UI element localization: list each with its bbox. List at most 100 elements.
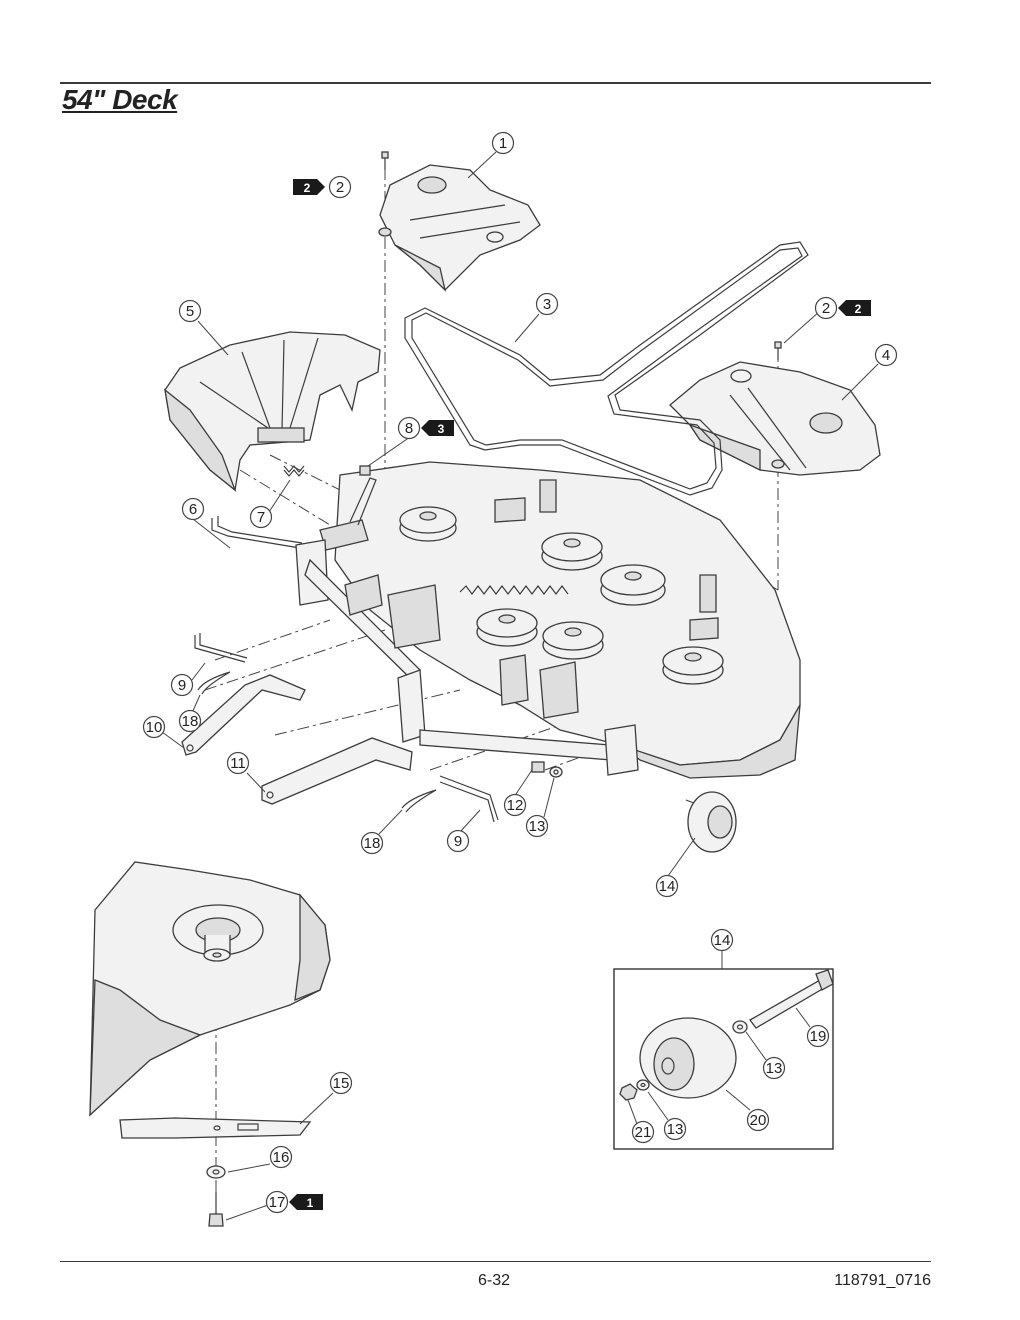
callout-19: 19 <box>806 1024 830 1048</box>
callout-2-left: 2 <box>328 175 352 199</box>
chute-spring <box>283 465 305 477</box>
washer-13-detail-right <box>732 1020 748 1034</box>
pulley-spindle-center <box>542 621 604 660</box>
belt-cover-left <box>378 164 541 293</box>
spindle-housing-detail <box>89 861 331 1117</box>
callout-3: 3 <box>535 292 559 316</box>
callout-21: 21 <box>631 1120 655 1144</box>
svg-text:5: 5 <box>186 303 194 320</box>
svg-text:13: 13 <box>529 818 546 835</box>
callout-18-upper: 18 <box>178 709 202 733</box>
callout-11: 11 <box>226 751 250 775</box>
hairpin-18-lower <box>401 789 437 813</box>
document-number: 118791_0716 <box>834 1272 931 1289</box>
hitch-frame <box>295 539 639 776</box>
svg-text:15: 15 <box>333 1075 350 1092</box>
svg-text:13: 13 <box>766 1060 783 1077</box>
svg-text:10: 10 <box>146 719 163 736</box>
svg-text:1: 1 <box>307 1196 314 1210</box>
callout-6: 6 <box>181 497 205 521</box>
pulleys <box>399 506 724 685</box>
page-number: 6-32 <box>478 1272 511 1289</box>
ref-flag-2-right: 2 <box>838 300 871 316</box>
callout-5: 5 <box>178 299 202 323</box>
bottom-rule <box>60 1261 931 1262</box>
washer-13-detail-left <box>636 1079 650 1091</box>
svg-text:7: 7 <box>257 509 265 526</box>
svg-text:4: 4 <box>882 347 890 364</box>
callout-13-detail-upper: 13 <box>762 1056 786 1080</box>
hinge-rod <box>211 516 303 549</box>
pulley-idler-3 <box>600 564 666 606</box>
callout-4: 4 <box>874 343 898 367</box>
callout-18-lower: 18 <box>360 831 384 855</box>
callout-12: 12 <box>503 793 527 817</box>
ref-flag-2-left: 2 <box>293 179 325 195</box>
gauge-wheel <box>685 791 737 853</box>
washer-13 <box>549 766 563 778</box>
callout-9-lower: 9 <box>446 829 470 853</box>
callout-20: 20 <box>746 1108 770 1132</box>
pulley-idler-2 <box>541 532 603 571</box>
blade-bolt <box>208 1192 224 1227</box>
svg-text:8: 8 <box>405 420 413 437</box>
svg-text:3: 3 <box>438 422 445 436</box>
axle-bolt-19 <box>749 969 834 1029</box>
svg-text:14: 14 <box>659 878 676 895</box>
svg-text:20: 20 <box>750 1112 767 1129</box>
svg-text:21: 21 <box>635 1124 652 1141</box>
callout-17: 17 <box>265 1190 289 1214</box>
bolt-2-right <box>774 341 782 360</box>
callout-1: 1 <box>491 131 515 155</box>
rear-link-11 <box>261 737 413 805</box>
svg-text:14: 14 <box>714 932 731 949</box>
hairpin-18-upper <box>197 671 231 695</box>
top-rule <box>60 82 931 84</box>
callout-14-wheel: 14 <box>655 874 679 898</box>
ref-flag-3: 3 <box>421 420 454 436</box>
svg-text:9: 9 <box>454 833 462 850</box>
svg-text:16: 16 <box>273 1149 290 1166</box>
mower-blade <box>119 1117 312 1139</box>
callout-14-detail: 14 <box>710 928 734 952</box>
page-title: 54" Deck <box>62 84 178 115</box>
svg-text:9: 9 <box>178 677 186 694</box>
pulley-spindle-left <box>476 608 538 647</box>
callout-7: 7 <box>249 505 273 529</box>
nut-21 <box>619 1083 638 1101</box>
svg-text:2: 2 <box>304 181 311 195</box>
svg-text:18: 18 <box>364 835 381 852</box>
blade-washer <box>206 1165 226 1179</box>
nut-8 <box>359 465 371 476</box>
svg-text:19: 19 <box>810 1028 827 1045</box>
svg-text:17: 17 <box>269 1194 286 1211</box>
svg-text:2: 2 <box>855 302 862 316</box>
callout-9-upper: 9 <box>170 673 194 697</box>
deck-housing <box>334 461 801 779</box>
callout-2-right: 2 <box>814 296 838 320</box>
svg-text:1: 1 <box>499 135 507 152</box>
nut-12 <box>531 761 545 773</box>
svg-text:11: 11 <box>230 755 246 772</box>
callout-13-deck: 13 <box>525 814 549 838</box>
callout-16: 16 <box>269 1145 293 1169</box>
svg-text:18: 18 <box>182 713 199 730</box>
pulley-idler-1 <box>399 506 457 542</box>
svg-text:2: 2 <box>336 179 344 196</box>
callout-15: 15 <box>329 1071 353 1095</box>
bolt-2-left <box>381 151 389 170</box>
discharge-chute <box>164 331 381 492</box>
pin-9-upper <box>194 633 248 663</box>
callout-13-detail-lower: 13 <box>663 1117 687 1141</box>
belt-cover-right <box>669 361 881 476</box>
ref-flag-1: 1 <box>289 1194 323 1210</box>
svg-text:12: 12 <box>507 797 524 814</box>
svg-text:6: 6 <box>189 501 197 518</box>
front-link-10 <box>181 674 306 756</box>
pin-9-lower <box>439 775 499 823</box>
drive-belt <box>404 241 809 496</box>
svg-text:13: 13 <box>667 1121 684 1138</box>
wheel-20 <box>639 1017 737 1099</box>
wheel-detail-box <box>613 968 834 1150</box>
